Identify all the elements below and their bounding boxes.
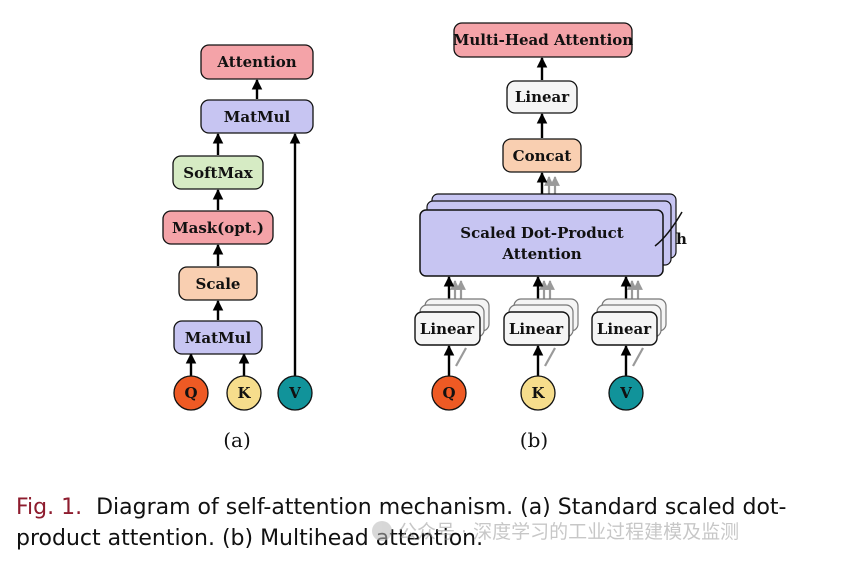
q-input-a: Q: [173, 375, 209, 411]
scale-label: Scale: [196, 275, 241, 293]
sdpa-label-line2: Attention: [501, 245, 581, 263]
concat-block: Concat: [502, 138, 582, 173]
concat-label: Concat: [513, 147, 572, 165]
heads-label: h: [676, 230, 687, 248]
sublabel-a: (a): [223, 428, 251, 452]
v-label-b: V: [619, 384, 632, 402]
k-label-a: K: [237, 384, 251, 402]
linear-v-label: Linear: [597, 320, 652, 338]
k-input-b: K: [520, 375, 556, 411]
matmul-top-label: MatMul: [224, 108, 291, 126]
softmax-block: SoftMax: [172, 155, 264, 190]
mha-label: Multi-Head Attention: [453, 31, 634, 49]
q-label-b: Q: [442, 384, 455, 402]
linear-q-label: Linear: [420, 320, 475, 338]
figure-caption: Fig. 1.Diagram of self-attention mechani…: [16, 492, 846, 554]
matmul-bottom-block: MatMul: [173, 320, 263, 355]
linear-out-block: Linear: [506, 80, 578, 114]
attention-block: Attention: [200, 44, 314, 80]
k-label-b: K: [531, 384, 545, 402]
linear-k-label: Linear: [509, 320, 564, 338]
caption-text: Diagram of self-attention mechanism. (a)…: [16, 495, 787, 551]
sublabel-b: (b): [520, 428, 548, 452]
linear-k-stack: Linear: [503, 298, 579, 346]
linear-out-label: Linear: [515, 88, 570, 106]
figure-label: Fig. 1.: [16, 495, 83, 520]
sdpa-label-line1: Scaled Dot-Product: [460, 224, 624, 242]
sdpa-stack: Scaled Dot-Product Attention h: [419, 193, 687, 277]
q-label-a: Q: [184, 384, 197, 402]
linear-v-stack: Linear: [591, 298, 667, 346]
diagram-b: Multi-Head Attention Linear Concat Scale…: [414, 22, 687, 452]
diagram-a: Attention MatMul SoftMax Mask(opt.) Scal…: [162, 44, 314, 452]
mask-block: Mask(opt.): [162, 210, 274, 245]
mha-block: Multi-Head Attention: [453, 22, 634, 58]
v-input-a: V: [277, 375, 313, 411]
watermark-text: 公众号 · 深度学习的工业过程建模及监测: [398, 521, 740, 543]
k-input-a: K: [226, 375, 262, 411]
v-input-b: V: [608, 375, 644, 411]
q-input-b: Q: [431, 375, 467, 411]
v-label-a: V: [288, 384, 301, 402]
wechat-icon: [372, 521, 392, 541]
watermark: 公众号 · 深度学习的工业过程建模及监测: [372, 517, 739, 544]
linear-q-stack: Linear: [414, 298, 490, 346]
matmul-top-block: MatMul: [200, 99, 314, 134]
attention-label: Attention: [216, 53, 296, 71]
scale-block: Scale: [178, 266, 258, 301]
softmax-label: SoftMax: [183, 164, 254, 182]
matmul-bottom-label: MatMul: [185, 329, 252, 347]
mask-label: Mask(opt.): [172, 219, 264, 237]
